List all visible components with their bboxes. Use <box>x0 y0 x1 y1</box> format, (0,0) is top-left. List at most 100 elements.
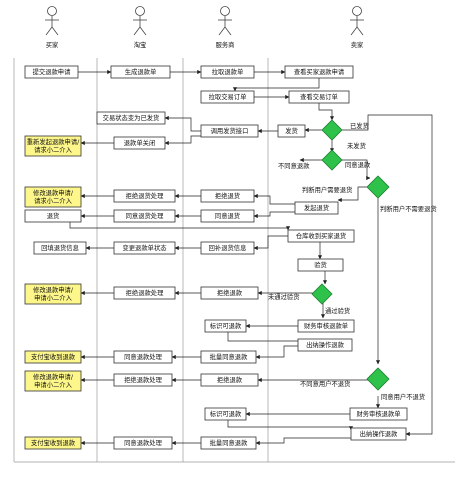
node-batch-agree-refund-1-label: 批量同意退款 <box>210 352 248 361</box>
node-create-refund-order: 生成退款单 <box>110 65 171 79</box>
swimlane-dividers <box>13 58 455 463</box>
node-reject-return-label: 拒绝退货 <box>215 191 240 200</box>
actor-taobao: 淘宝 <box>133 6 147 49</box>
node-alipay-received-2-label: 支付宝收到退款 <box>31 438 76 447</box>
actor-buyer-label: 买家 <box>46 40 59 49</box>
node-create-refund-order-label: 生成退款单 <box>125 67 156 76</box>
node-view-buyer-refund-label: 查看买家退款申请 <box>294 67 345 76</box>
actor-provider: 服务商 <box>216 6 234 49</box>
node-mark-refundable-2: 标识可退款 <box>204 407 247 421</box>
node-change-refund-status-label: 变更退款单状态 <box>122 243 167 252</box>
node-cashier-refund-2-label: 出纳操作退款 <box>360 429 398 438</box>
node-alipay-received-1-label: 支付宝收到退款 <box>31 352 76 361</box>
node-batch-agree-refund-1: 批量同意退款 <box>200 350 257 364</box>
edge-label-disagree-no-return: 不同意用户不退货 <box>300 379 350 388</box>
decision-need-return <box>366 175 390 199</box>
edge-label-passed-inspection: 通过验货 <box>325 306 350 315</box>
node-reject-refund-2-label: 拒绝退款 <box>217 375 243 384</box>
node-backfill-return-info-label: 回补退货信息 <box>209 243 247 252</box>
node-inspect-goods: 验货 <box>297 258 344 272</box>
edge-label-agree-refund: 同意退款 <box>345 160 371 169</box>
decisions <box>311 119 390 391</box>
node-finance-review-2: 财务审核退款单 <box>349 407 408 421</box>
node-refund-closed: 退款单关闭 <box>113 136 166 150</box>
node-reject-refund-2: 拒绝退款 <box>200 373 259 387</box>
actor-seller-label: 卖家 <box>351 40 364 49</box>
node-reject-refund-process-2-label: 拒绝退款处理 <box>124 375 162 384</box>
node-refund-closed-label: 退款单关闭 <box>124 138 155 147</box>
connectors <box>69 69 433 446</box>
node-view-trade-order: 查看交易订单 <box>288 90 350 104</box>
node-buyer-return: 退货 <box>24 209 82 223</box>
node-inspect-goods-label: 验货 <box>314 260 327 269</box>
node-buyer-return-label: 退货 <box>47 211 60 220</box>
edge-labels: 已发货 未发货 不同意退款 同意退款 判断用户需要退货 判断用户不需要退货 未通… <box>268 121 437 401</box>
edge-label-not-shipped: 未发货 <box>347 141 366 150</box>
node-agree-return-process: 同意退货处理 <box>113 209 176 223</box>
node-resubmit-refund: 重新发起退款申请/请求小二介入 <box>24 135 82 157</box>
node-finance-review-1-label: 财务审核退款单 <box>304 321 348 330</box>
node-initiate-return-label: 发起退货 <box>304 203 329 212</box>
node-batch-agree-refund-2: 批量同意退款 <box>200 436 257 450</box>
edge-label-shipped: 已发货 <box>350 121 369 130</box>
node-reject-refund-process-1: 拒绝退款处理 <box>113 286 176 300</box>
node-reject-return-process: 拒绝退货处理 <box>113 189 176 203</box>
node-submit-refund: 提交退款申请 <box>24 65 79 79</box>
actor-head-icon <box>352 6 362 16</box>
node-status-shipped-label: 交易状态变为已发货 <box>103 113 160 122</box>
node-finance-review-1: 财务审核退款单 <box>297 319 355 333</box>
node-reject-return: 拒绝退货 <box>200 189 255 203</box>
actor-seller: 卖家 <box>350 6 364 49</box>
node-call-ship-api: 调用发货接口 <box>200 124 259 138</box>
node-agree-return-label: 同意退货 <box>215 211 240 220</box>
node-agree-refund-process-1: 同意退款处理 <box>113 350 173 364</box>
node-call-ship-api-label: 调用发货接口 <box>211 126 249 135</box>
node-reject-refund-process-2: 拒绝退款处理 <box>113 373 173 387</box>
decision-agree-no-return <box>366 367 390 391</box>
node-change-refund-status: 变更退款单状态 <box>113 241 176 255</box>
edge-label-disagree-refund: 不同意退款 <box>278 161 310 170</box>
edge-label-failed-inspection: 未通过验货 <box>268 292 299 301</box>
node-pull-trade-order-label: 拉取交易订单 <box>209 92 247 101</box>
node-reject-refund-process-1-label: 拒绝退款处理 <box>126 288 164 297</box>
node-agree-refund-process-1-label: 同意退款处理 <box>124 352 162 361</box>
node-warehouse-received-label: 仓库收到买家退货 <box>296 231 346 240</box>
node-pull-trade-order: 拉取交易订单 <box>200 90 255 104</box>
node-status-shipped: 交易状态变为已发货 <box>96 111 166 125</box>
node-ship-label: 发货 <box>285 126 298 135</box>
node-reject-return-process-label: 拒绝退货处理 <box>126 191 164 200</box>
decision-shipped <box>321 119 343 141</box>
node-modify-refund-2: 修改退款申请/申请小二介入 <box>24 283 82 305</box>
node-view-buyer-refund: 查看买家退款申请 <box>284 65 354 79</box>
node-reject-refund-1-label: 拒绝退款 <box>217 288 243 297</box>
nodes: 提交退款申请 生成退款单 拉取退款单 查看买家退款申请 拉取交易订单 查看交易订… <box>24 65 408 450</box>
node-pull-refund-order-label: 拉取退款单 <box>212 67 243 76</box>
node-cashier-refund-1: 出纳操作退款 <box>297 338 353 352</box>
node-warehouse-received: 仓库收到买家退货 <box>287 229 355 243</box>
node-pull-refund-order: 拉取退款单 <box>200 65 255 79</box>
node-cashier-refund-1-label: 出纳操作退款 <box>306 340 344 349</box>
node-agree-return: 同意退货 <box>200 209 255 223</box>
node-reject-refund-1: 拒绝退款 <box>200 286 259 300</box>
node-fill-return-info-label: 回填退货信息 <box>41 243 79 252</box>
node-ship: 发货 <box>277 124 306 138</box>
node-backfill-return-info: 回补退货信息 <box>200 241 255 255</box>
actor-head-icon <box>135 6 145 16</box>
node-finance-review-2-label: 财务审核退款单 <box>356 409 400 418</box>
actor-head-icon <box>220 6 230 16</box>
node-cashier-refund-2: 出纳操作退款 <box>350 427 407 441</box>
actor-taobao-label: 淘宝 <box>134 40 147 49</box>
actor-head-icon <box>47 6 57 16</box>
node-mark-refundable-2-label: 标识可退款 <box>210 409 242 418</box>
decision-agree-refund <box>321 149 343 171</box>
node-submit-refund-label: 提交退款申请 <box>33 67 71 76</box>
node-alipay-received-2: 支付宝收到退款 <box>24 436 82 450</box>
node-resubmit-refund-label: 重新发起退款申请/请求小二介入 <box>27 137 80 154</box>
node-agree-refund-process-2: 同意退款处理 <box>113 436 173 450</box>
node-agree-return-process-label: 同意退货处理 <box>126 211 164 220</box>
node-modify-refund-2-label: 修改退款申请/申请小二介入 <box>33 285 74 302</box>
node-view-trade-order-label: 查看交易订单 <box>300 92 338 101</box>
node-modify-refund-3-label: 修改退款申请/申请小二介入 <box>33 372 74 389</box>
node-modify-refund-1: 修改退款申请/请求小二介入 <box>24 186 82 208</box>
